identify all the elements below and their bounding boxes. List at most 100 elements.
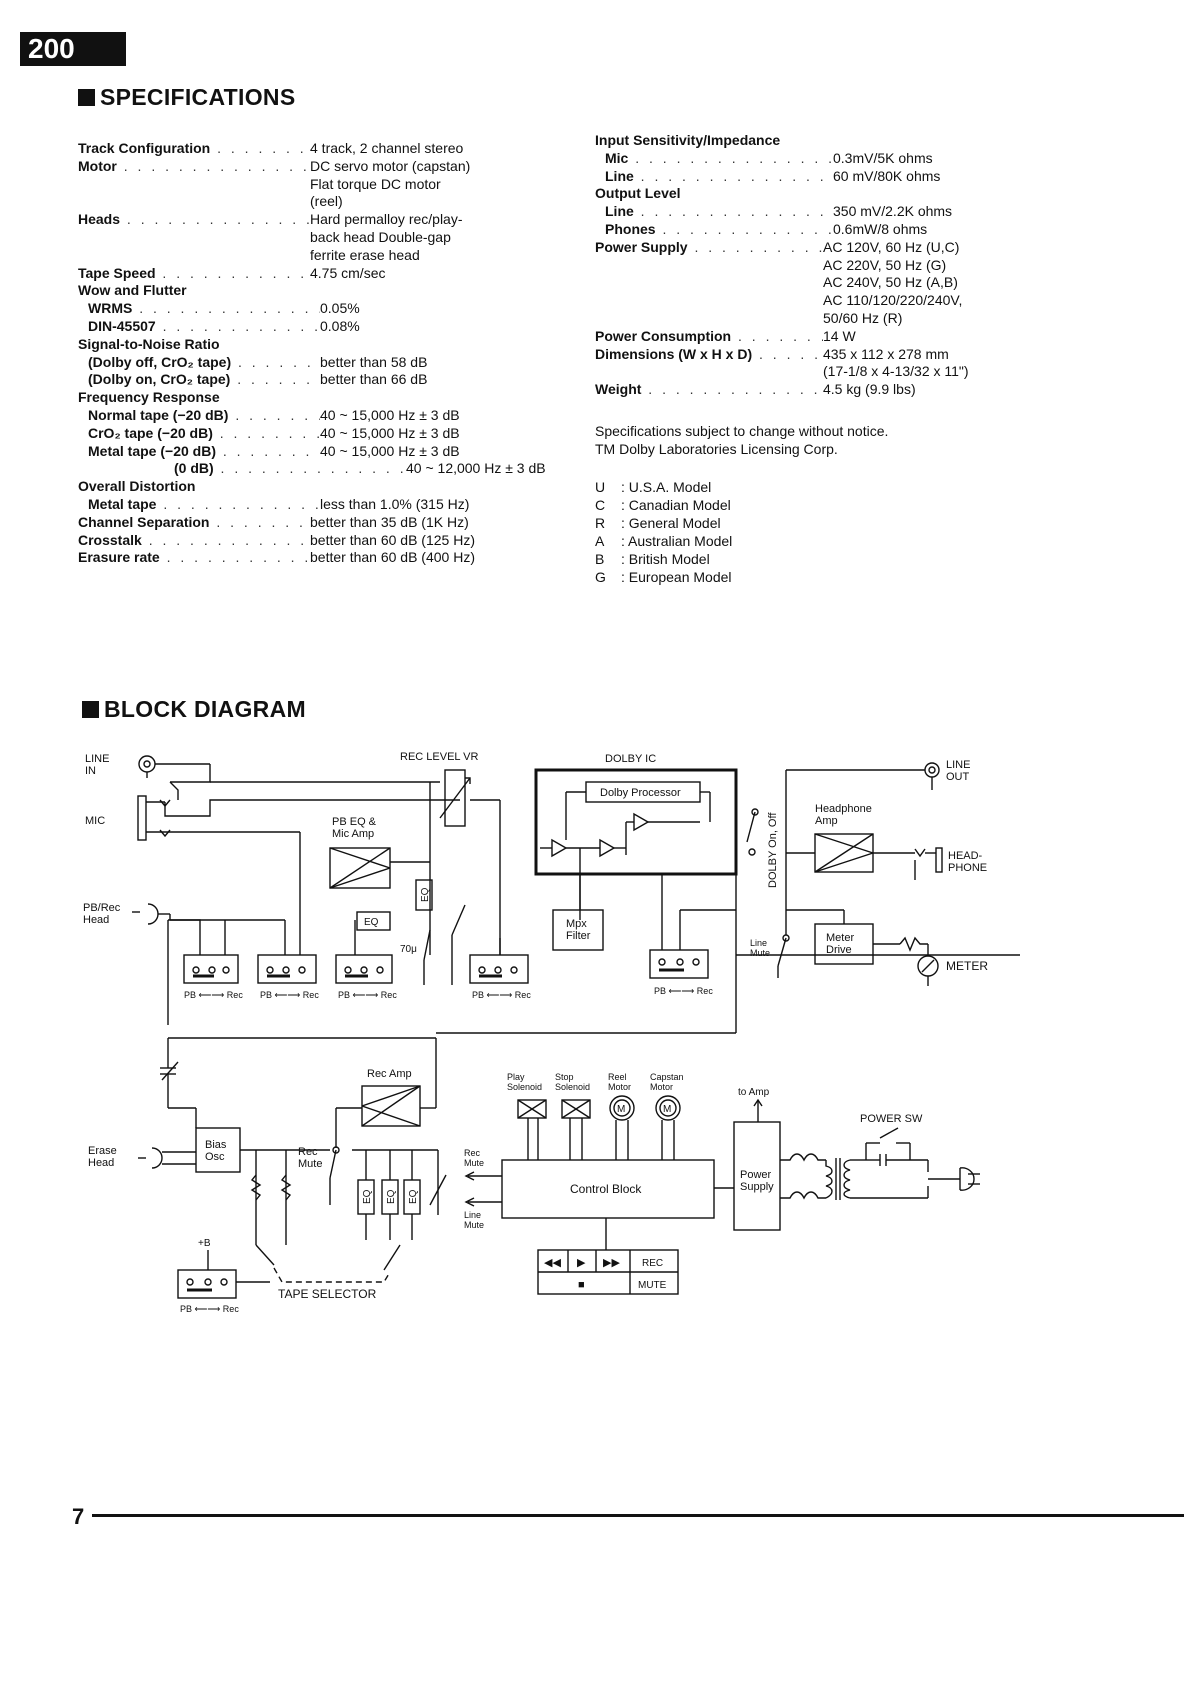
spec-row: Crosstalk . . . . . . . . . . . . . . . … bbox=[78, 532, 546, 550]
spec-value: 0.6mW/8 ohms bbox=[833, 220, 928, 237]
spec-label: (Dolby on, CrO₂ tape) . . . . . . . . . … bbox=[88, 371, 320, 388]
pb-rec-label-3: PB ⟵⟶ Rec bbox=[338, 990, 397, 1000]
line-mute-label-2: Mute bbox=[750, 948, 770, 958]
spec-row: Frequency Response bbox=[78, 389, 546, 407]
spec-value: 4 track, 2 channel stereo bbox=[310, 140, 464, 156]
meter-label: METER bbox=[946, 959, 988, 973]
pb-rec-label-4: PB ⟵⟶ Rec bbox=[472, 990, 531, 1000]
spec-row: Dimensions (W x H x D) . . . . . . . . .… bbox=[595, 346, 969, 382]
spec-value: 0.3mV/5K ohms bbox=[833, 149, 933, 166]
spec-row: (Dolby on, CrO₂ tape) . . . . . . . . . … bbox=[78, 371, 546, 389]
model-code: B bbox=[595, 551, 605, 567]
pb-rec-head bbox=[132, 903, 171, 925]
stop-key[interactable]: ■ bbox=[578, 1279, 585, 1291]
pb-rec-label-6: PB ⟵⟶ Rec bbox=[180, 1304, 239, 1314]
eq-box-horizontal bbox=[356, 911, 391, 931]
power-supply bbox=[733, 1121, 781, 1231]
spec-notes: Specifications subject to change without… bbox=[595, 422, 888, 458]
dolby-processor-label: Dolby Processor bbox=[600, 787, 681, 799]
headphone-amp-label-2: Amp bbox=[815, 815, 838, 827]
erase-head-label-2: Head bbox=[88, 1157, 114, 1169]
pb-rec-switch-4 bbox=[469, 954, 529, 984]
spec-label: Frequency Response bbox=[78, 389, 220, 406]
pb-eq-label: PB EQ & bbox=[332, 816, 377, 828]
model-name: Canadian Model bbox=[628, 497, 731, 513]
control-block bbox=[501, 1159, 715, 1219]
spec-value: better than 58 dB bbox=[320, 353, 428, 370]
line-mute-out-label: Line bbox=[464, 1210, 481, 1220]
spec-row: Output Level bbox=[595, 185, 969, 203]
spec-value: 40 ~ 15,000 Hz ± 3 dB bbox=[320, 406, 460, 423]
spec-row: Input Sensitivity/Impedance bbox=[595, 132, 969, 150]
play-key[interactable]: ▶ bbox=[577, 1257, 586, 1269]
rewind-key[interactable]: ◀◀ bbox=[544, 1257, 561, 1269]
rec-key[interactable]: REC bbox=[642, 1258, 663, 1269]
power-switch bbox=[850, 1127, 929, 1199]
pb-rec-label-2: PB ⟵⟶ Rec bbox=[260, 990, 319, 1000]
model-code: G bbox=[595, 569, 606, 585]
headphone-label: HEAD- bbox=[948, 850, 983, 862]
eq-label-b: EQ bbox=[386, 1189, 397, 1204]
spec-label: Normal tape (−20 dB) . . . . . . . . . .… bbox=[88, 406, 320, 423]
line-in-label-2: IN bbox=[85, 765, 96, 777]
spec-label: WRMS . . . . . . . . . . . . . . . . . .… bbox=[88, 300, 320, 317]
mute-key[interactable]: MUTE bbox=[638, 1280, 667, 1291]
model-code-separator: : bbox=[621, 515, 629, 531]
model-code: C bbox=[595, 497, 606, 513]
spec-label: Input Sensitivity/Impedance bbox=[595, 132, 781, 148]
transformer bbox=[780, 1153, 851, 1200]
page-number: 7 bbox=[72, 1504, 85, 1529]
power-supply-label: Power bbox=[740, 1169, 772, 1181]
eq-label-1: EQ bbox=[364, 917, 379, 928]
spec-label: CrO₂ tape (−20 dB) . . . . . . . . . . .… bbox=[88, 424, 320, 441]
spec-row: CrO₂ tape (−20 dB) . . . . . . . . . . .… bbox=[78, 425, 546, 443]
mic-jack bbox=[137, 795, 171, 841]
spec-value: DC servo motor (capstan) Flat torque DC … bbox=[310, 157, 471, 210]
spec-row: Tape Speed . . . . . . . . . . . . . . .… bbox=[78, 265, 546, 283]
headphone-amp bbox=[814, 833, 874, 873]
reel-motor-label-2: Motor bbox=[608, 1082, 631, 1092]
spec-value: 435 x 112 x 278 mm (17-1/8 x 4-13/32 x 1… bbox=[823, 345, 969, 380]
headphone-amp-label: Headphone bbox=[815, 803, 872, 815]
rec-level-vr-label: REC LEVEL VR bbox=[400, 751, 479, 763]
spec-value: 40 ~ 15,000 Hz ± 3 dB bbox=[320, 424, 460, 441]
plus-b-label: +B bbox=[198, 1238, 211, 1249]
spec-row: Mic . . . . . . . . . . . . . . . . . . … bbox=[595, 150, 969, 168]
meter-icon bbox=[917, 955, 939, 986]
spec-label: (Dolby off, CrO₂ tape) . . . . . . . . .… bbox=[88, 353, 320, 370]
spec-label: Crosstalk . . . . . . . . . . . . . . . … bbox=[78, 531, 310, 548]
spec-value: better than 35 dB (1K Hz) bbox=[310, 513, 469, 530]
bias-osc-label: Bias bbox=[205, 1139, 227, 1151]
pb-rec-label-5: PB ⟵⟶ Rec bbox=[654, 986, 713, 996]
pb-rec-switch-2 bbox=[257, 954, 317, 984]
model-name: European Model bbox=[628, 569, 732, 585]
model-code-separator: : bbox=[621, 551, 629, 567]
spec-label: Power Supply . . . . . . . . . . . . . .… bbox=[595, 238, 823, 255]
spec-row: Erasure rate . . . . . . . . . . . . . .… bbox=[78, 549, 546, 567]
model-code-row: G: European Model bbox=[595, 568, 732, 586]
spec-row: Overall Distortion bbox=[78, 478, 546, 496]
rec-mute-out-label: Rec bbox=[464, 1148, 481, 1158]
dolby-ic-label: DOLBY IC bbox=[605, 753, 656, 765]
spec-label: Tape Speed . . . . . . . . . . . . . . .… bbox=[78, 264, 310, 281]
capstan-motor bbox=[655, 1095, 681, 1121]
meter-drive-label: Meter bbox=[826, 932, 854, 944]
eq-label-a: EQ bbox=[362, 1189, 373, 1204]
spec-value: 40 ~ 15,000 Hz ± 3 dB bbox=[320, 442, 460, 459]
line-mute-switch bbox=[777, 934, 790, 978]
spec-row: Power Consumption . . . . . . . . . . . … bbox=[595, 328, 969, 346]
line-out-label: LINE bbox=[946, 759, 970, 771]
rec-mute-label: Rec bbox=[298, 1146, 318, 1158]
spec-label: Line . . . . . . . . . . . . . . . . . .… bbox=[605, 203, 833, 220]
model-name: General Model bbox=[628, 515, 721, 531]
capstan-motor-label: Capstan bbox=[650, 1072, 684, 1082]
note-change-notice: Specifications subject to change without… bbox=[595, 423, 889, 439]
spec-row: Power Supply . . . . . . . . . . . . . .… bbox=[595, 239, 969, 328]
spec-row: Signal-to-Noise Ratio bbox=[78, 336, 546, 354]
spec-label: Track Configuration . . . . . . . . . . … bbox=[78, 140, 310, 156]
meter-drive-label-2: Drive bbox=[826, 944, 852, 956]
model-code: U bbox=[595, 479, 606, 495]
fast-forward-key[interactable]: ▶▶ bbox=[603, 1257, 620, 1269]
70u-switch bbox=[423, 929, 431, 985]
tape-selector-label: TAPE SELECTOR bbox=[278, 1287, 377, 1301]
